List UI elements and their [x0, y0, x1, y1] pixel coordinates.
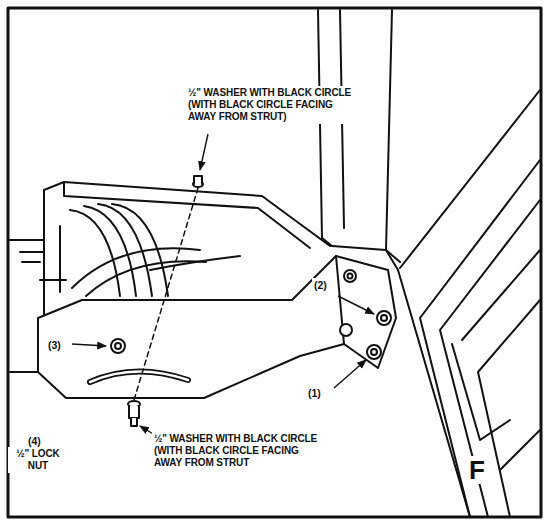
callout-number: (3) [46, 338, 63, 352]
washer-note: ½" WASHER WITH BLACK CIRCLE (WITH BLACK … [152, 432, 324, 470]
bolts [111, 176, 391, 426]
bolt-axis [134, 188, 198, 400]
mounting-bracket [38, 182, 396, 398]
hitch-tines [22, 204, 240, 296]
callout-number: (1) [306, 386, 323, 400]
washer-note: ½" WASHER WITH BLACK CIRCLE (WITH BLACK … [186, 86, 358, 124]
leader-lines [72, 134, 374, 438]
frame [8, 8, 541, 517]
figure-letter: F [466, 456, 488, 484]
callout-number: (2) [312, 278, 329, 292]
callout-number: (4) [26, 434, 43, 448]
part-name: ½" LOCK NUT [8, 447, 68, 473]
